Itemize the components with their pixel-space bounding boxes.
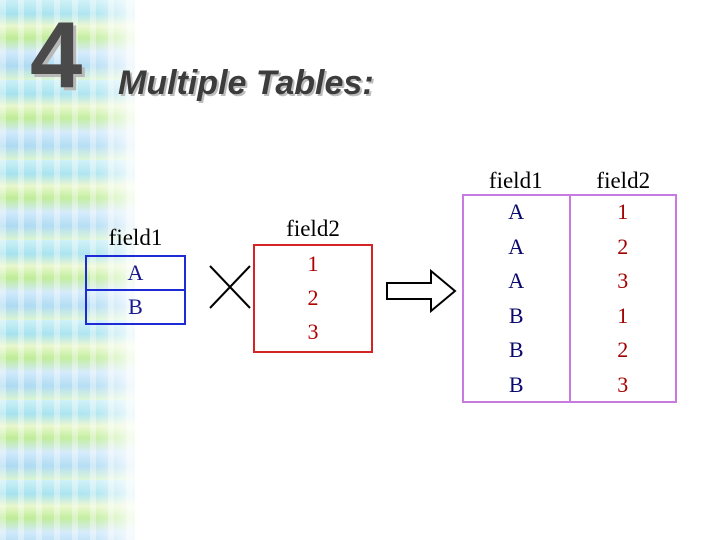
- result-table: field1 field2 A A A B B B 1 2 3 1 2 3: [462, 168, 677, 403]
- table-cell: 3: [307, 319, 319, 344]
- table-header: field2: [596, 168, 651, 193]
- table-cell: B: [508, 337, 524, 362]
- table-cell: B: [87, 289, 184, 323]
- table-header: field2: [286, 216, 340, 241]
- table-cell: 1: [617, 199, 629, 224]
- table-header: field1: [108, 225, 163, 250]
- result-column-field2: 1 2 3 1 2 3: [568, 196, 676, 401]
- table-cell: A: [127, 260, 144, 285]
- cross-product-icon: [209, 265, 251, 309]
- slide-title: Multiple Tables:: [118, 64, 374, 102]
- table-cell: 3: [617, 371, 629, 397]
- table-cell: A: [508, 268, 525, 293]
- table-cell: B: [508, 302, 524, 328]
- result-header-row: field1 field2: [462, 168, 677, 194]
- table-body: A B: [85, 255, 186, 325]
- result-body: A A A B B B 1 2 3 1 2 3: [462, 194, 677, 403]
- result-column-field1: A A A B B B: [464, 196, 569, 401]
- slide-number: 4: [30, 2, 83, 107]
- table-cell: A: [508, 199, 525, 224]
- table-cell: A: [508, 233, 525, 259]
- table-cell: 2: [307, 285, 319, 310]
- table-cell: 1: [617, 302, 629, 328]
- table-field1: field1 A B: [85, 225, 186, 325]
- table-cell: B: [508, 371, 524, 397]
- table-header: field1: [488, 168, 543, 193]
- table-field2: field2 1 2 3: [253, 216, 373, 353]
- table-body: 1 2 3: [253, 244, 373, 353]
- table-cell: 2: [617, 337, 629, 362]
- double-arrow-right-icon: [386, 268, 457, 314]
- decorative-stripe: [0, 0, 135, 540]
- decorative-stripe-shade: [0, 0, 135, 540]
- table-cell: 3: [617, 268, 629, 293]
- table-cell: 2: [617, 233, 629, 259]
- table-cell: 1: [307, 251, 319, 276]
